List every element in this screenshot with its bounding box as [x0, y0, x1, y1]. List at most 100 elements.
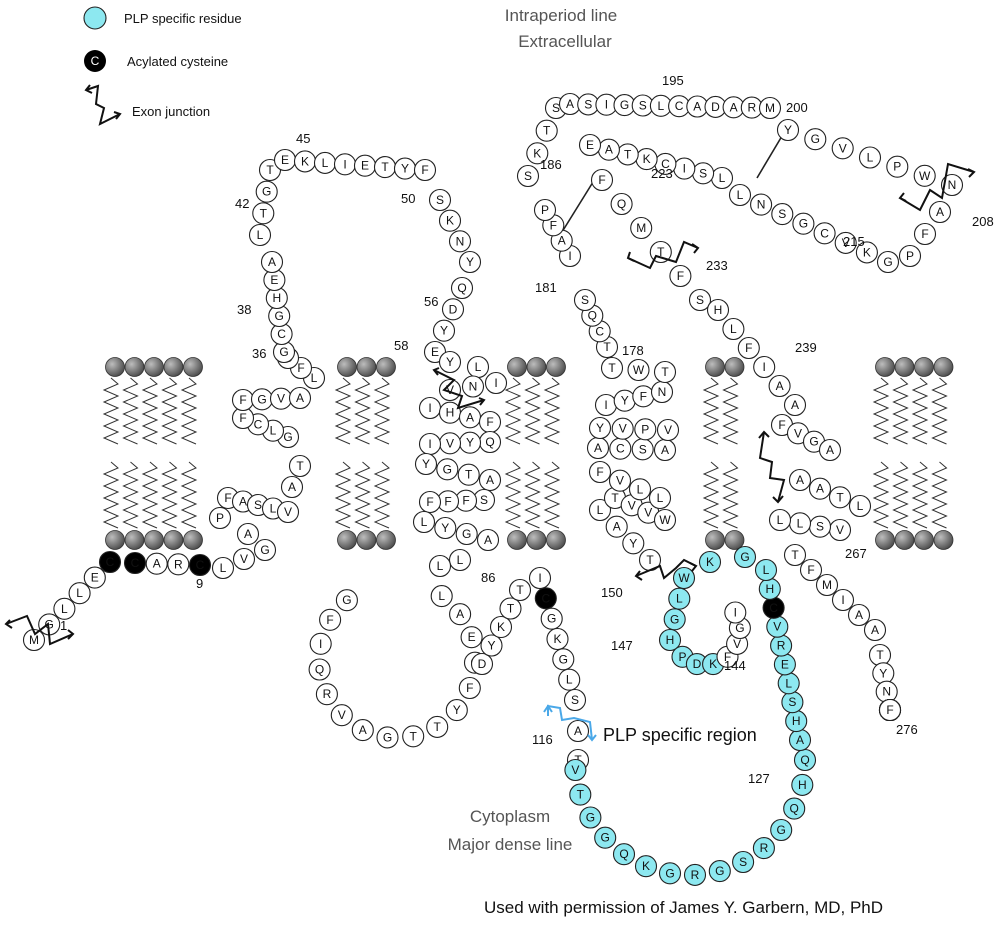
lipid-head [724, 357, 745, 377]
residue-number: 178 [622, 343, 644, 358]
residue-letter: Y [440, 324, 448, 338]
residue: P [898, 244, 922, 268]
residue: R [740, 96, 763, 119]
residue-letter: E [468, 630, 476, 644]
exon-junction-icon [898, 162, 976, 212]
residue: L [248, 223, 272, 247]
residue-circle [610, 192, 633, 216]
residue-circle [319, 608, 342, 631]
residue-number: 233 [706, 258, 728, 273]
residue-letter: G [279, 345, 288, 359]
residue-letter: E [91, 571, 99, 585]
residue-circle [886, 155, 909, 178]
residue-letter: L [637, 482, 644, 496]
residue-letter: C [106, 555, 115, 569]
residue: L [848, 494, 872, 518]
residue-circle [413, 158, 437, 182]
residue-letter: G [777, 823, 786, 837]
lipid-head [933, 530, 954, 550]
residue-circle [792, 212, 815, 235]
residue-letter: F [421, 163, 428, 177]
residue: F [319, 608, 342, 631]
residue-letter: V [794, 426, 802, 440]
residue: A [236, 522, 260, 546]
residue-circle [276, 500, 300, 524]
residue: G [792, 212, 815, 235]
residue-letter: T [661, 365, 669, 379]
residue: V [611, 417, 634, 440]
residue: A [458, 406, 482, 429]
acylated-cysteine: C [98, 550, 122, 574]
exon-junction-icon [626, 240, 700, 270]
residue-circle [351, 719, 374, 742]
residue: T [499, 597, 522, 620]
residue-letter: L [719, 171, 726, 185]
residue: F [458, 676, 481, 700]
residue-number: 9 [196, 576, 203, 591]
residue-letter: Y [621, 394, 629, 408]
residue-letter: V [733, 637, 741, 651]
residue-circle [470, 652, 494, 676]
plp-specific-region-label: PLP specific region [603, 725, 757, 745]
residue: T [616, 143, 639, 166]
lipid-tail [911, 461, 929, 529]
residue-letter: P [541, 203, 549, 217]
residue-letter: R [760, 841, 769, 855]
residue-circle [818, 438, 842, 462]
plp-residue: G [708, 860, 731, 883]
disulfide-bond-2 [756, 135, 783, 179]
residue: Q [610, 192, 633, 216]
residue-letter: C [661, 157, 670, 171]
residue-letter: M [636, 221, 646, 235]
lipid-tail [504, 461, 522, 529]
residue-circle [546, 627, 569, 651]
acylated-cysteine-legend-swatch [84, 50, 106, 72]
residue-circle [188, 553, 212, 577]
residue-letter: Q [485, 435, 494, 449]
residue-letter: G [799, 217, 808, 231]
residue: F [590, 168, 614, 192]
acylated-cysteine-symbol: C [91, 54, 100, 68]
residue-letter: L [457, 553, 464, 567]
residue-letter: V [773, 620, 781, 634]
residue-letter: F [224, 491, 231, 505]
residue-letter: A [776, 379, 784, 393]
residue: F [878, 698, 902, 722]
residue-letter: G [547, 612, 556, 626]
lipid-tail [722, 461, 739, 529]
residue-letter: L [797, 516, 804, 530]
residue-letter: H [714, 303, 723, 317]
residue: T [535, 119, 558, 142]
residue: L [313, 151, 337, 174]
residue-letter: A [153, 557, 161, 571]
residue-circle [928, 200, 952, 224]
residue-circle [783, 393, 807, 417]
lipid-bilayer [102, 357, 954, 550]
residue-number: 181 [535, 280, 557, 295]
residue: V [438, 432, 462, 455]
residue-circle [535, 119, 558, 142]
residue-circle [611, 417, 634, 440]
residue-letter: T [260, 206, 268, 220]
residue-circle [752, 837, 775, 860]
lipid-head [144, 530, 164, 550]
residue-circle [428, 188, 452, 212]
residue-circle [528, 566, 552, 590]
residue: L [710, 166, 734, 190]
residue: K [526, 142, 549, 165]
residue-circle [480, 634, 503, 657]
legend-exon-junction-label: Exon junction [132, 104, 210, 119]
residue-letter: G [670, 612, 679, 626]
residue: I [594, 393, 618, 417]
residue-letter: L [421, 515, 428, 529]
residue: C [654, 152, 677, 175]
residue-letter: R [747, 101, 756, 115]
residue-letter: W [659, 513, 671, 527]
lipid-tail [180, 461, 198, 529]
residue-letter: G [462, 527, 471, 541]
residue: M [630, 216, 653, 240]
residue-letter: F [239, 393, 246, 407]
residue: D [704, 95, 727, 118]
residue-letter: T [434, 720, 442, 734]
residue: S [808, 515, 832, 538]
